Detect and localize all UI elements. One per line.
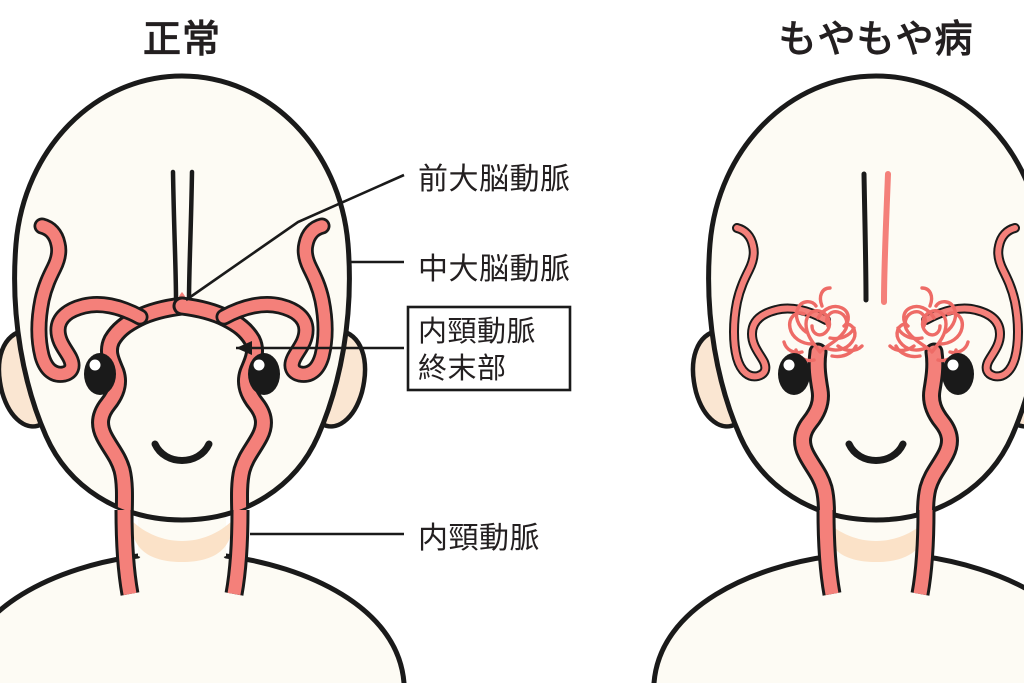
eye-right-highlight-normal	[253, 359, 265, 371]
eye-right-moyamoya	[942, 353, 974, 395]
eye-right-highlight-moyamoya	[947, 359, 959, 371]
leader-anterior-cerebral-artery	[185, 173, 405, 302]
mouth-normal	[151, 440, 213, 464]
label-middle-cerebral-artery: 中大脳動脈	[418, 252, 571, 287]
collateral-network-right-moyamoya	[888, 286, 970, 363]
eye-left-highlight-moyamoya	[783, 359, 795, 371]
label-internal-carotid-artery: 内頸動脈	[418, 521, 540, 556]
right-mca-moyamoya	[921, 223, 1023, 382]
label-ica-terminus-line2: 終末部	[418, 351, 507, 385]
neck-shadow-moyamoya	[825, 520, 927, 562]
face-moyamoya	[778, 353, 974, 464]
vessels-moyamoya	[729, 171, 1023, 520]
eye-right-normal	[248, 353, 280, 395]
label-ica-terminus-line1: 内頸動脈	[418, 314, 536, 348]
label-anterior-cerebral-artery: 前大脳動脈	[418, 162, 571, 197]
eye-left-moyamoya	[778, 353, 810, 395]
panel-title-moyamoya: もやもや病	[778, 17, 973, 61]
label-box-outline	[406, 305, 572, 392]
mouth-moyamoya	[845, 440, 907, 464]
leader-lines	[185, 173, 405, 536]
vessels-normal	[30, 169, 334, 520]
panel-normal	[0, 73, 407, 683]
face-normal	[84, 353, 280, 464]
labels-group: 正常 もやもや病 前大脳動脈 中大脳動脈 内頸動脈 終末部 内頸動脈	[143, 17, 973, 556]
carotid-neck-normal	[114, 509, 250, 596]
body-shoulders-normal	[0, 500, 407, 683]
right-ica-moyamoya	[916, 342, 959, 520]
carotid-neck-moyamoya	[816, 509, 936, 596]
left-ica-moyamoya	[793, 342, 836, 520]
panel-title-normal: 正常	[143, 17, 221, 61]
eye-left-highlight-normal	[89, 359, 101, 371]
neck-shadow-normal	[131, 520, 233, 562]
left-mca-moyamoya	[729, 223, 831, 382]
label-box-ica-terminus: 内頸動脈 終末部	[406, 305, 572, 392]
eye-left-normal	[84, 353, 116, 395]
right-artery-tree-normal	[172, 217, 334, 520]
left-artery-tree-normal	[30, 217, 192, 520]
panel-moyamoya	[651, 73, 1024, 683]
collateral-network-left-moyamoya	[782, 286, 864, 363]
anterior-cerebral-artery-moyamoya	[861, 171, 891, 305]
arrowhead-ica-terminus	[236, 341, 252, 355]
